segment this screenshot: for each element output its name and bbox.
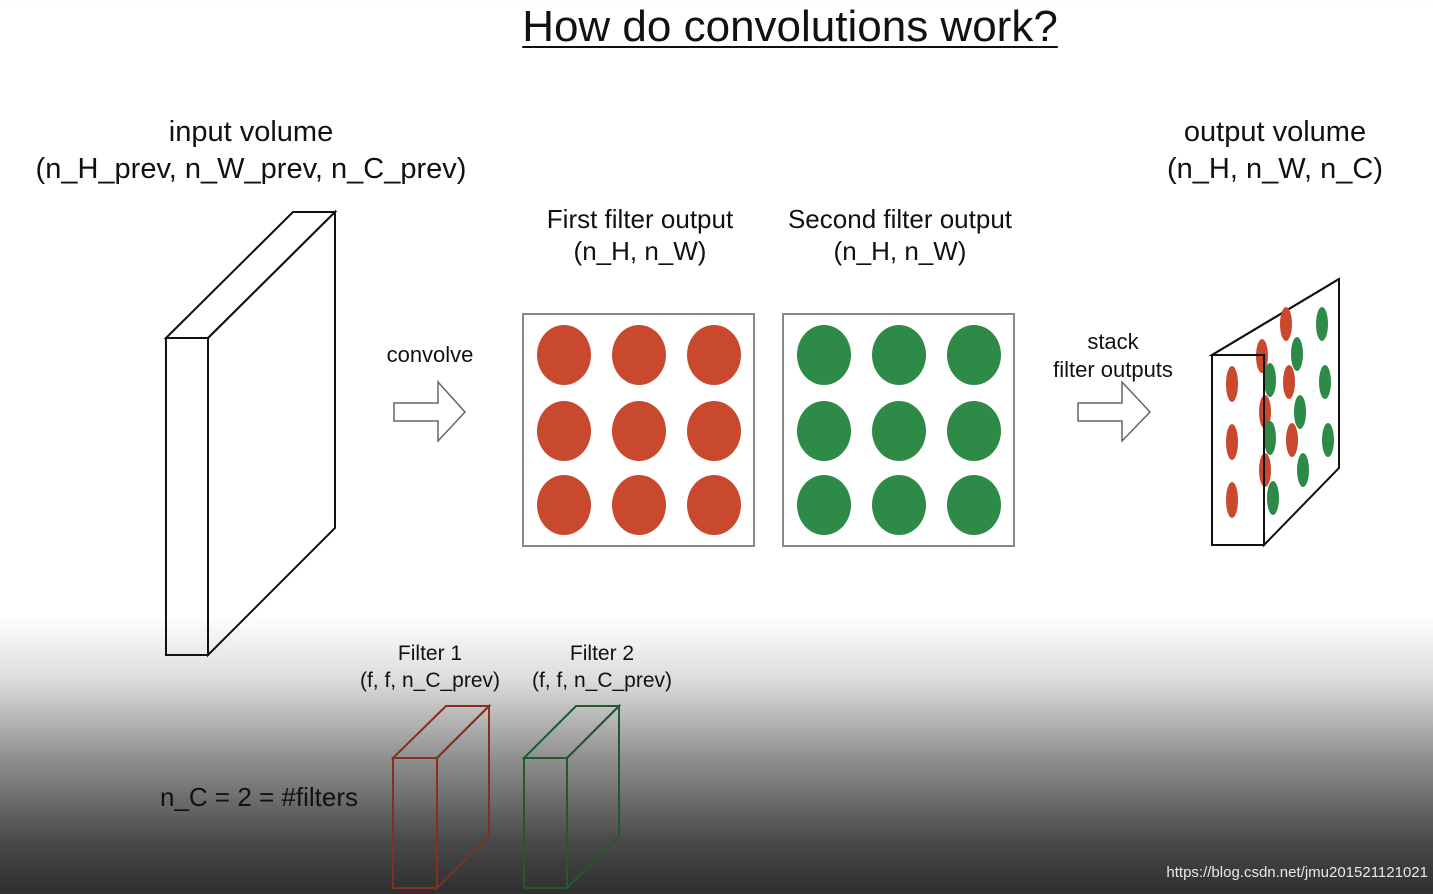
output-volume-shape-3d — [1208, 277, 1340, 548]
second-filter-output-box — [782, 313, 1015, 547]
filter1-top-face — [390, 705, 492, 759]
filter2-side-face — [566, 703, 620, 891]
filter2-front-face — [523, 757, 568, 889]
filter2-top-face — [521, 705, 622, 759]
red-output-dot — [537, 475, 591, 535]
red-output-dot — [612, 325, 666, 385]
filter2-title: Filter 2 — [569, 642, 635, 665]
input-volume-label: input volume (n_H_prev, n_W_prev, n_C_pr… — [20, 114, 482, 188]
output-volume-dot — [1319, 365, 1331, 399]
green-output-dot — [947, 401, 1001, 461]
output-volume-dot — [1283, 365, 1295, 399]
green-output-dot — [797, 475, 851, 535]
output-volume-dot — [1286, 423, 1298, 457]
second-filter-output-dots — [797, 325, 1001, 535]
output-volume-dot — [1264, 421, 1276, 455]
green-output-dot — [872, 475, 926, 535]
red-output-dot — [687, 325, 741, 385]
filter1-cube — [390, 703, 492, 891]
input-volume-top-face — [163, 211, 338, 339]
red-output-dot — [687, 475, 741, 535]
output-volume-dot — [1297, 453, 1309, 487]
first-filter-output-box — [522, 313, 755, 547]
green-output-dot — [872, 401, 926, 461]
green-output-dot — [947, 325, 1001, 385]
output-volume-dot — [1322, 423, 1334, 457]
nc-label: n_C = 2 = #filters — [160, 782, 358, 812]
green-output-dot — [947, 475, 1001, 535]
output-volume-dot — [1316, 307, 1328, 341]
output-volume-front-dots — [1226, 366, 1238, 518]
output-volume-dot — [1294, 395, 1306, 429]
output-volume-front-face — [1211, 354, 1265, 546]
red-output-dot — [687, 401, 741, 461]
filter1-shape: (f, f, n_C_prev) — [359, 669, 501, 692]
filter1-side-face — [436, 703, 490, 891]
first-filter-output-dots — [537, 325, 741, 535]
convolve-arrow-icon — [393, 380, 467, 443]
input-volume-shape: (n_H_prev, n_W_prev, n_C_prev) — [35, 153, 467, 185]
output-volume-title: output volume — [1183, 116, 1367, 148]
second-filter-output-label: Second filter output (n_H, n_W) — [770, 203, 1030, 267]
red-output-dot — [537, 401, 591, 461]
input-volume-title: input volume — [168, 116, 334, 148]
filter1-title: Filter 1 — [397, 642, 463, 665]
stack-arrow-icon — [1077, 380, 1152, 443]
output-volume-label: output volume (n_H, n_W, n_C) — [1150, 114, 1400, 188]
output-volume-top-edge — [1211, 278, 1340, 356]
output-volume-dot — [1267, 481, 1279, 515]
first-filter-output-label: First filter output (n_H, n_W) — [520, 203, 760, 267]
green-output-dot — [797, 325, 851, 385]
convolve-label: convolve — [386, 342, 474, 367]
first-filter-output-shape: (n_H, n_W) — [573, 236, 707, 266]
input-volume-shape-3d — [163, 209, 338, 658]
watermark: https://blog.csdn.net/jmu201521121021 — [1166, 864, 1428, 881]
green-output-dot — [872, 325, 926, 385]
filter1-front-face — [392, 757, 438, 889]
filter1-label: Filter 1 (f, f, n_C_prev) — [350, 640, 510, 694]
red-output-dot — [537, 325, 591, 385]
red-output-dot — [612, 401, 666, 461]
filter2-label: Filter 2 (f, f, n_C_prev) — [522, 640, 682, 694]
output-volume-dots — [1256, 307, 1334, 515]
filter2-shape: (f, f, n_C_prev) — [531, 669, 673, 692]
second-filter-output-shape: (n_H, n_W) — [833, 236, 967, 266]
stack-label: stack filter outputs — [1030, 328, 1196, 384]
output-volume-front-dot — [1226, 366, 1238, 402]
output-volume-dot — [1280, 307, 1292, 341]
input-volume-side-face — [207, 209, 336, 658]
red-output-dot — [612, 475, 666, 535]
input-volume-front-face — [165, 337, 209, 656]
output-volume-front-dot — [1226, 482, 1238, 518]
output-volume-dot — [1264, 363, 1276, 397]
second-filter-output-title: Second filter output — [787, 204, 1013, 234]
first-filter-output-title: First filter output — [546, 204, 734, 234]
page-title: How do convolutions work? — [522, 2, 1058, 51]
output-volume-front-dot — [1226, 424, 1238, 460]
green-output-dot — [797, 401, 851, 461]
stack-label-line1: stack — [1087, 329, 1139, 354]
output-volume-shape: (n_H, n_W, n_C) — [1167, 153, 1383, 185]
stack-label-line2: filter outputs — [1053, 357, 1173, 382]
filter2-cube — [521, 703, 622, 891]
output-volume-dot — [1291, 337, 1303, 371]
